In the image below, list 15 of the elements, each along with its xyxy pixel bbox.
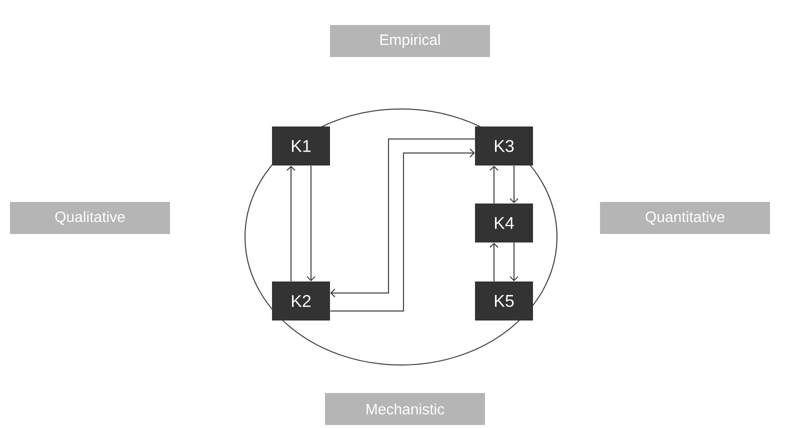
process-box: K1 xyxy=(272,126,330,166)
label-band: Quantitative xyxy=(600,202,770,234)
label-band: Mechanistic xyxy=(325,392,485,425)
process-box: K3 xyxy=(475,126,533,166)
process-box: K4 xyxy=(475,204,533,242)
label-band: Empirical xyxy=(330,25,490,57)
arrow xyxy=(490,166,498,204)
arrow xyxy=(510,165,518,204)
arrow xyxy=(510,242,518,282)
arrow xyxy=(490,242,498,282)
process-box: K2 xyxy=(272,281,330,320)
process-box: K5 xyxy=(475,281,533,320)
label-band: Qualitative xyxy=(10,202,170,234)
arrow xyxy=(286,166,296,282)
arrow xyxy=(306,165,316,282)
